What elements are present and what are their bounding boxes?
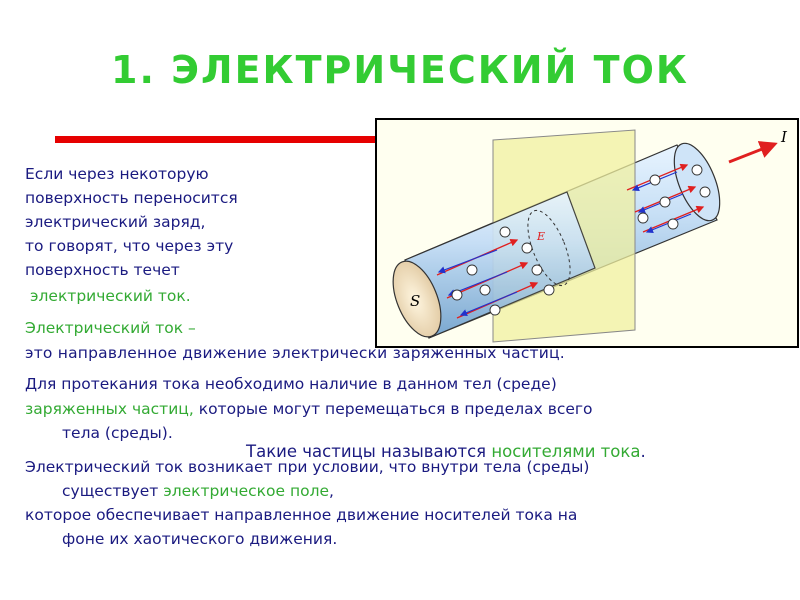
charged-particles-term: заряженных частиц, [25,400,194,418]
definition-text: это направленное движение электрически з… [25,344,565,362]
current-label: I [780,128,788,146]
field-line-4: фоне их хаотического движения. [62,530,338,548]
conductor-figure: S E I [375,118,799,348]
intro-term: электрический ток. [30,287,191,305]
electric-field-term: электрическое поле [163,482,330,500]
field-line-1: Электрический ток возникает при условии,… [25,458,590,476]
carriers-term: носителями тока [491,442,641,461]
section-label: S [410,292,420,310]
condition-line-2: заряженных частиц, которые могут перемещ… [25,400,593,418]
intro-line-5: поверхность течет [25,261,180,279]
intro-line-3: электрический заряд, [25,213,206,231]
conductor-far-end [673,142,721,222]
definition-term: Электрический ток – [25,319,196,337]
field-line-2: существует электрическое поле, [62,482,334,500]
intro-line-1: Если через некоторую [25,165,209,183]
carriers-sentence: Такие частицы называются носителями тока… [246,442,646,461]
field-line-3: которое обеспечивает направленное движен… [25,506,578,524]
electron-group [451,164,711,316]
title-underline [55,136,380,143]
condition-line-3: тела (среды). [62,424,173,442]
intro-line-2: поверхность переносится [25,189,238,207]
conductor-diagram: S E I [392,128,788,343]
intro-line-4: то говорят, что через эту [25,237,234,255]
conductor-cross-section [392,260,442,338]
condition-line-1: Для протекания тока необходимо наличие в… [25,375,557,393]
current-arrow [728,141,778,164]
field-label: E [536,230,545,243]
slide-title: 1. ЭЛЕКТРИЧЕСКИЙ ТОК [111,48,689,92]
